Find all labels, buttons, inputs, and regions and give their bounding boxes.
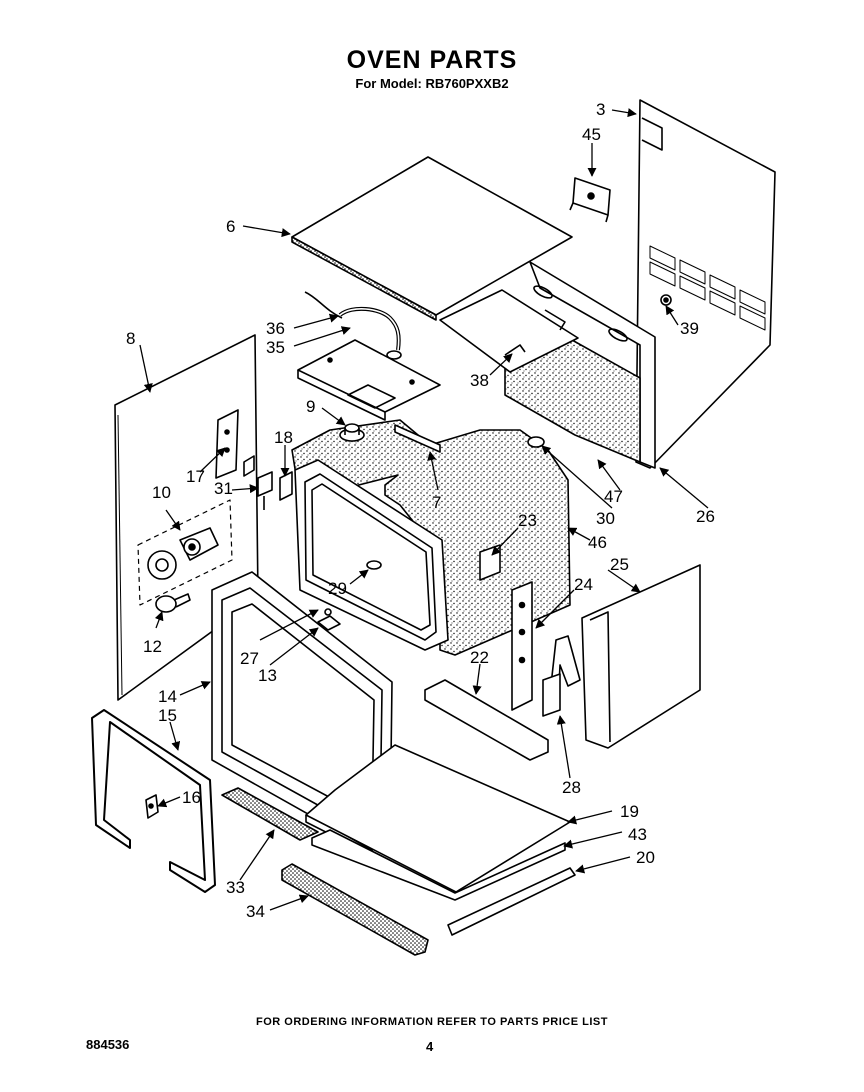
bracket-45 (569, 177, 611, 223)
bottom-rail-22 (424, 679, 549, 761)
callout-45: 45 (582, 125, 601, 144)
callout-6: 6 (226, 217, 235, 236)
callout-17: 17 (186, 467, 205, 486)
vertical-bracket-24 (511, 581, 533, 711)
callout-14: 14 (158, 687, 177, 706)
rear-panel (635, 99, 776, 469)
right-side-cover-25 (581, 564, 701, 749)
callout-38: 38 (470, 371, 489, 390)
light-assembly (137, 499, 233, 606)
rail-20 (447, 867, 576, 936)
light-bulb (155, 593, 191, 613)
callout-35: 35 (266, 338, 285, 357)
upper-support-shelf (439, 289, 579, 373)
top-bracket-frame (297, 339, 441, 421)
callout-10: 10 (152, 483, 171, 502)
callout-20: 20 (636, 848, 655, 867)
callout-3: 3 (596, 100, 605, 119)
callout-26: 26 (696, 507, 715, 526)
callout-36: 36 (266, 319, 285, 338)
callout-47: 47 (604, 487, 623, 506)
switch-18 (279, 471, 293, 501)
callout-15: 15 (158, 706, 177, 725)
callout-29: 29 (328, 579, 347, 598)
model-subtitle: For Model: RB760PXXB2 (355, 76, 509, 91)
callout-19: 19 (620, 802, 639, 821)
page-number: 4 (426, 1039, 434, 1054)
callout-33: 33 (226, 878, 245, 897)
strip-7 (394, 424, 441, 453)
callout-labels: 3 45 6 36 35 39 8 38 9 18 17 31 10 7 47 … (126, 100, 715, 921)
page-title: OVEN PARTS (346, 46, 518, 74)
callout-25: 25 (610, 555, 629, 574)
bottom-trim-34 (281, 863, 429, 956)
switch-31 (257, 471, 273, 510)
callout-7: 7 (432, 493, 441, 512)
vent-strip-33 (221, 787, 319, 841)
latch-13 (317, 608, 341, 631)
ordering-note: FOR ORDERING INFORMATION REFER TO PARTS … (256, 1016, 608, 1028)
door-gasket-15 (91, 709, 216, 893)
oven-front-frame (294, 459, 449, 651)
top-cover-panel (291, 156, 573, 321)
callout-8: 8 (126, 329, 135, 348)
document-number: 884536 (86, 1037, 130, 1052)
callout-46: 46 (588, 533, 607, 552)
callout-16: 16 (182, 788, 201, 807)
hinge-bracket-17 (215, 409, 239, 479)
callout-13: 13 (258, 666, 277, 685)
callout-43: 43 (628, 825, 647, 844)
callout-34: 34 (246, 902, 265, 921)
plug-30 (527, 436, 545, 448)
callout-28: 28 (562, 778, 581, 797)
fitting-9 (339, 423, 365, 442)
callout-9: 9 (306, 397, 315, 416)
clip-16 (145, 794, 159, 819)
leader-lines (139, 108, 709, 911)
callout-22: 22 (470, 648, 489, 667)
hinge-28 (542, 635, 581, 717)
callout-23: 23 (518, 511, 537, 530)
callout-30: 30 (596, 509, 615, 528)
callout-31: 31 (214, 479, 233, 498)
callout-18: 18 (274, 428, 293, 447)
callout-27: 27 (240, 649, 259, 668)
grommet-39 (660, 294, 672, 306)
ring-29 (366, 560, 382, 570)
callout-12: 12 (143, 637, 162, 656)
callout-39: 39 (680, 319, 699, 338)
callout-24: 24 (574, 575, 593, 594)
